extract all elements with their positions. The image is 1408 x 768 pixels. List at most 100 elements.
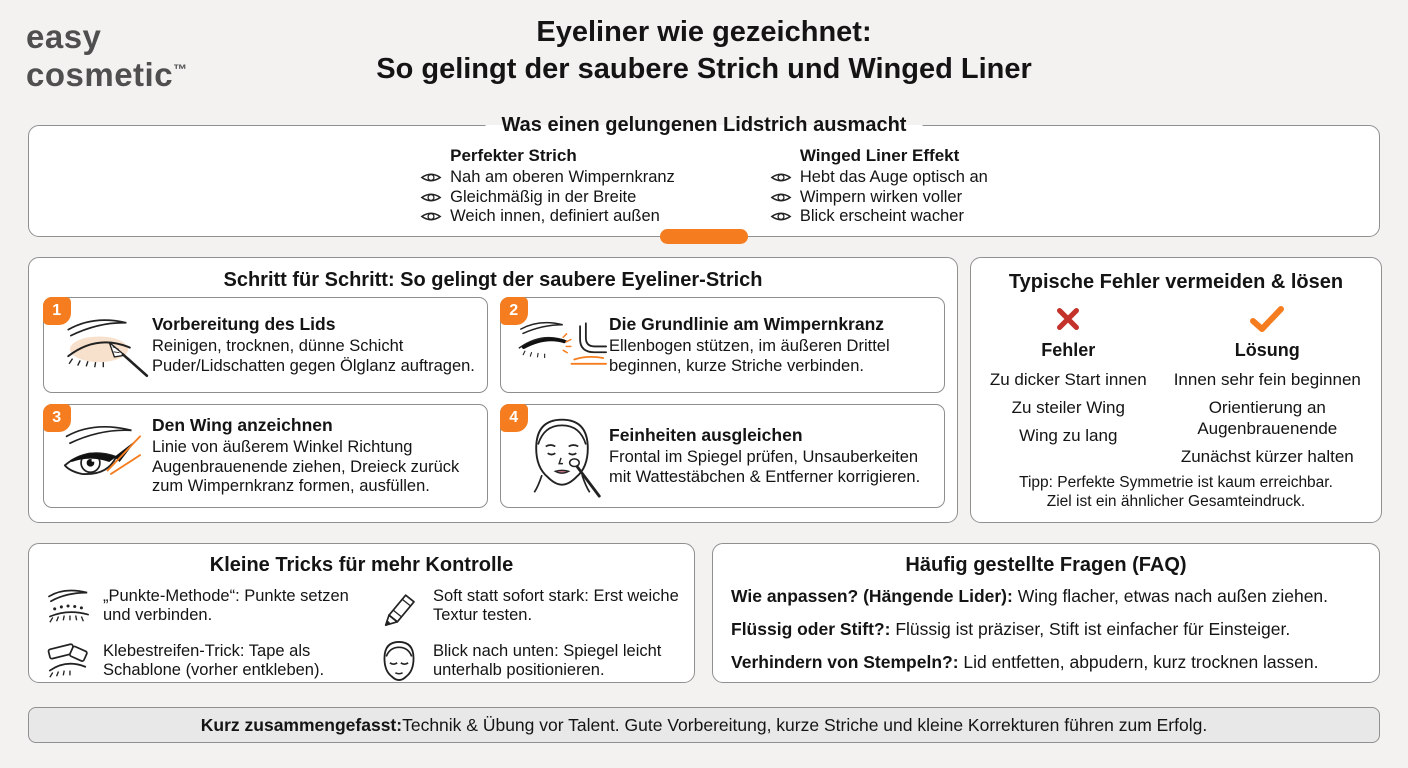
step-number-badge: 1 bbox=[42, 296, 71, 325]
symmetry-tip: Tipp: Perfekte Symmetrie ist kaum erreic… bbox=[971, 473, 1381, 511]
faq-question: Verhindern von Stempeln?: bbox=[731, 652, 959, 672]
step-heading: Vorbereitung des Lids bbox=[152, 314, 336, 334]
benefit-item-label: Hebt das Auge optisch an bbox=[799, 168, 988, 186]
benefit-item-label: Weich innen, definiert außen bbox=[450, 207, 660, 225]
faq-panel-title: Häufig gestellte Fragen (FAQ) bbox=[905, 554, 1187, 576]
page-title-line1: Eyeliner wie gezeichnet: bbox=[536, 16, 872, 48]
trademark-symbol: ™ bbox=[173, 61, 188, 77]
benefit-item: Blick erscheint wacher bbox=[770, 207, 988, 227]
benefit-column-heading: Perfekter Strich bbox=[450, 146, 577, 165]
dotted-lashline-icon bbox=[45, 585, 93, 627]
faq-answer: Lid entfetten, abpudern, kurz trocknen l… bbox=[958, 652, 1319, 672]
errors-columns: Fehler Zu dicker Start innen Zu steiler … bbox=[971, 304, 1381, 474]
step-number-badge: 2 bbox=[499, 296, 528, 325]
benefit-item-label: Blick erscheint wacher bbox=[799, 207, 964, 225]
trick-text: Klebestreifen-Trick: Tape als Schablone … bbox=[103, 641, 325, 680]
loesung-item: Zunächst kürzer halten bbox=[1180, 447, 1354, 466]
trick-item-blick-nach-unten: Blick nach unten: Spiegel leicht unterha… bbox=[375, 638, 681, 684]
summary-bar: Kurz zusammengefasst: Technik & Übung vo… bbox=[28, 707, 1380, 743]
faq-question: Wie anpassen? (Hängende Lider): bbox=[731, 586, 1013, 606]
summary-text: Technik & Übung vor Talent. Gute Vorbere… bbox=[402, 714, 1208, 735]
benefit-item: Nah am oberen Wimpernkranz bbox=[420, 168, 675, 188]
step-number-badge: 4 bbox=[499, 403, 528, 432]
loesung-column: Lösung Innen sehr fein beginnen Orientie… bbox=[1160, 304, 1375, 474]
benefits-panel: Was einen gelungenen Lidstrich ausmacht … bbox=[28, 111, 1380, 244]
winged-eye-guide-icon bbox=[44, 415, 152, 497]
steps-grid: 1 Vorbereitung des Li bbox=[42, 296, 945, 508]
benefits-content: Perfekter Strich Nah am oberen Wimpernkr… bbox=[29, 126, 1379, 227]
faq-panel: Häufig gestellte Fragen (FAQ) Wie anpass… bbox=[712, 543, 1380, 683]
face-cotton-swab-icon bbox=[501, 412, 609, 500]
step-text: Feinheiten ausgleichen Frontal im Spiege… bbox=[609, 425, 944, 487]
benefit-item: Hebt das Auge optisch an bbox=[770, 168, 988, 188]
faq-item: Wie anpassen? (Hängende Lider): Wing fla… bbox=[731, 586, 1361, 607]
fehler-heading: Fehler bbox=[1041, 340, 1096, 360]
eye-icon bbox=[420, 190, 442, 205]
check-mark-icon bbox=[1160, 304, 1375, 334]
errors-panel: Typische Fehler vermeiden & lösen Fehler… bbox=[970, 257, 1382, 523]
step-card-4: 4 Feinheiten ausgleic bbox=[499, 403, 945, 508]
step-text: Vorbereitung des Lids Reinigen, trocknen… bbox=[152, 314, 487, 376]
x-mark-icon bbox=[977, 304, 1160, 334]
trick-item-klebestreifen: Klebestreifen-Trick: Tape als Schablone … bbox=[45, 638, 351, 684]
face-looking-down-icon bbox=[375, 638, 423, 684]
trick-item-soft-testen: Soft statt sofort stark: Erst weiche Tex… bbox=[375, 584, 681, 628]
faq-question: Flüssig oder Stift?: bbox=[731, 619, 891, 639]
faq-answer: Flüssig ist präziser, Stift ist einfache… bbox=[890, 619, 1291, 639]
loesung-heading: Lösung bbox=[1234, 340, 1300, 360]
page-title-line2: So gelingt der saubere Strich und Winged… bbox=[376, 53, 1032, 85]
benefit-item-label: Nah am oberen Wimpernkranz bbox=[450, 168, 675, 186]
step-card-3: 3 Den Wing anzeichnen Linie von äußerem … bbox=[42, 403, 488, 508]
eye-icon bbox=[420, 170, 442, 185]
benefits-panel-title: Was einen gelungenen Lidstrich ausmacht bbox=[485, 111, 923, 139]
benefit-item-label: Wimpern wirken voller bbox=[799, 187, 963, 206]
steps-panel-title: Schritt für Schritt: So gelingt der saub… bbox=[223, 269, 763, 291]
benefit-item-label: Gleichmäßig in der Breite bbox=[450, 187, 637, 206]
page-title: Eyeliner wie gezeichnet: So gelingt der … bbox=[0, 14, 1408, 88]
faq-item: Verhindern von Stempeln?: Lid entfetten,… bbox=[731, 652, 1361, 673]
trick-text: Soft statt sofort stark: Erst weiche Tex… bbox=[433, 586, 679, 625]
eye-icon bbox=[420, 209, 442, 224]
fehler-column: Fehler Zu dicker Start innen Zu steiler … bbox=[977, 304, 1160, 474]
symmetry-tip-line2: Ziel ist ein ähnlicher Gesamteindruck. bbox=[1046, 493, 1306, 510]
step-body: Frontal im Spiegel prüfen, Unsauberkeite… bbox=[609, 448, 921, 486]
errors-panel-title: Typische Fehler vermeiden & lösen bbox=[1008, 271, 1344, 293]
step-card-2: 2 bbox=[499, 296, 945, 393]
fehler-item: Zu dicker Start innen bbox=[989, 370, 1147, 389]
brand-logo-line2: cosmetic™ bbox=[26, 56, 188, 93]
step-heading: Den Wing anzeichnen bbox=[152, 415, 333, 436]
eyeliner-stroke-accent bbox=[660, 229, 748, 244]
step-number-badge: 3 bbox=[42, 403, 71, 432]
eye-icon bbox=[770, 209, 792, 224]
fehler-item: Wing zu lang bbox=[1019, 426, 1118, 445]
benefit-column-perfekter-strich: Perfekter Strich Nah am oberen Wimpernkr… bbox=[420, 145, 675, 227]
benefit-column-heading: Winged Liner Effekt bbox=[799, 146, 960, 165]
tricks-panel-title: Kleine Tricks für mehr Kontrolle bbox=[209, 554, 514, 576]
faq-item: Flüssig oder Stift?: Flüssig ist präzise… bbox=[731, 619, 1361, 640]
benefit-item: Gleichmäßig in der Breite bbox=[420, 188, 675, 208]
brand-logo: easy cosmetic™ bbox=[26, 20, 188, 91]
step-heading: Die Grundlinie am Wimpernkranz bbox=[609, 314, 885, 334]
trick-text: Blick nach unten: Spiegel leicht unterha… bbox=[433, 641, 662, 680]
benefit-item: Wimpern wirken voller bbox=[770, 188, 988, 208]
step-card-1: 1 Vorbereitung des Li bbox=[42, 296, 488, 393]
step-body: Ellenbogen stützen, im äußeren Drittel b… bbox=[609, 337, 890, 375]
eye-baseline-elbow-icon bbox=[501, 309, 609, 381]
benefit-column-winged-liner: Winged Liner Effekt Hebt das Auge optisc… bbox=[770, 145, 988, 227]
fehler-item: Zu steiler Wing bbox=[1011, 398, 1125, 417]
faq-answer: Wing flacher, etwas nach außen ziehen. bbox=[1012, 586, 1329, 606]
tricks-panel: Kleine Tricks für mehr Kontrolle „Punkte… bbox=[28, 543, 695, 683]
step-body: Linie von äußerem Winkel Richtung Augenb… bbox=[152, 438, 460, 496]
tape-on-eye-icon bbox=[45, 639, 93, 683]
loesung-item: Orientierung an Augenbrauenende bbox=[1197, 398, 1338, 438]
step-text: Die Grundlinie am Wimpernkranz Ellenboge… bbox=[609, 314, 944, 376]
trick-text: „Punkte-Methode“: Punkte setzen und verb… bbox=[103, 586, 349, 625]
steps-panel: Schritt für Schritt: So gelingt der saub… bbox=[28, 257, 958, 523]
eye-icon bbox=[770, 170, 792, 185]
step-body: Reinigen, trocknen, dünne Schicht Puder/… bbox=[152, 337, 475, 375]
step-text: Den Wing anzeichnen Linie von äußerem Wi… bbox=[152, 415, 487, 497]
summary-label: Kurz zusammengefasst: bbox=[200, 714, 403, 735]
faq-items: Wie anpassen? (Hängende Lider): Wing fla… bbox=[713, 577, 1379, 673]
step-heading: Feinheiten ausgleichen bbox=[609, 425, 803, 445]
benefit-item: Weich innen, definiert außen bbox=[420, 207, 675, 227]
